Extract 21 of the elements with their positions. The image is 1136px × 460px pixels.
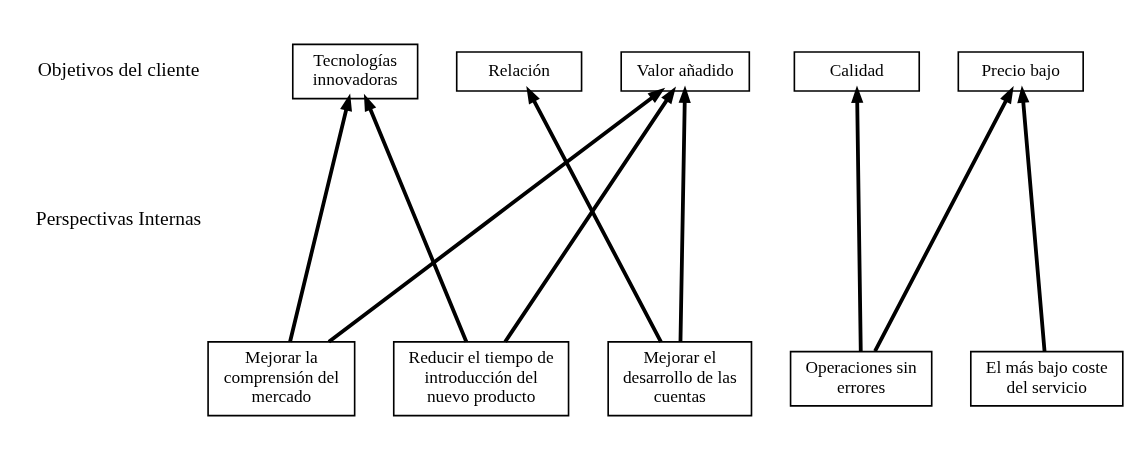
node-box: Tecnologías innovadoras bbox=[291, 43, 419, 100]
node-box: Relación bbox=[455, 51, 583, 92]
arrow bbox=[851, 85, 864, 352]
arrow bbox=[873, 86, 1014, 352]
label: Objetivos del cliente bbox=[37, 59, 200, 81]
node-box: Mejorar la comprensión del mercado bbox=[207, 341, 356, 417]
arrow bbox=[327, 87, 666, 344]
arrow bbox=[288, 93, 352, 343]
arrow bbox=[526, 86, 663, 343]
node-box: Mejorar el desarrollo de las cuentas bbox=[607, 341, 753, 417]
arrow bbox=[678, 85, 691, 342]
arrow bbox=[503, 86, 676, 343]
node-box: Reducir el tiempo de introducción del nuevo producto bbox=[392, 341, 570, 417]
node-box: Valor añadido bbox=[620, 51, 751, 92]
node-box: Calidad bbox=[793, 51, 921, 92]
arrow bbox=[363, 93, 469, 343]
node-box: Precio bajo bbox=[957, 51, 1084, 92]
node-box: El más bajo coste del servicio bbox=[970, 350, 1124, 407]
arrow bbox=[1017, 85, 1047, 352]
label: Perspectivas Internas bbox=[35, 208, 202, 230]
node-box: Operaciones sin errores bbox=[789, 350, 933, 407]
